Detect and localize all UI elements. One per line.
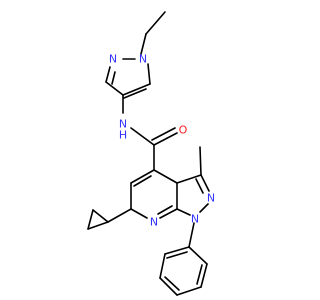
bond-n1-c7a bbox=[176, 208, 191, 216]
bond-n7-c7a bbox=[159, 208, 178, 219]
bond-c4-c5 bbox=[130, 169, 155, 184]
bond-c3a-c3 bbox=[176, 174, 202, 184]
bond-phenyl-6 bbox=[188, 246, 208, 265]
bond-phenyl-2 bbox=[159, 253, 166, 279]
bond-c4-c5-b bbox=[133, 175, 152, 187]
bond-top-pyrazole-2 bbox=[122, 83, 151, 96]
bond-nh-to-carbonyl bbox=[130, 127, 155, 146]
bond-phenyl-3 bbox=[159, 277, 178, 296]
bond-cyclopropyl-3 bbox=[87, 221, 109, 230]
bond-cyclopropyl-2 bbox=[87, 209, 94, 230]
bond-phenyl-1 bbox=[164, 246, 190, 255]
bond-top-pyrazole-4b bbox=[111, 71, 116, 85]
atom-carbonyl-o: O bbox=[179, 124, 188, 137]
molecule-structure: N N N H O N N N bbox=[87, 11, 215, 296]
bond-cyclopropyl-1 bbox=[92, 209, 109, 223]
bond-phenyl-5b bbox=[196, 264, 203, 285]
bond-c6-n7 bbox=[130, 208, 148, 219]
bond-c3-n2 bbox=[200, 174, 210, 192]
bond-top-pyrazole-3 bbox=[105, 81, 124, 96]
bond-carbonyl-o-2 bbox=[151, 127, 176, 141]
bond-n1-phenyl bbox=[188, 222, 195, 248]
atom-pyridine-n: N bbox=[150, 216, 158, 229]
bond-c3-methyl bbox=[199, 146, 202, 176]
bond-c6-cyclopropyl bbox=[107, 208, 132, 223]
atom-amide-n: N bbox=[119, 118, 127, 131]
bond-phenyl-3b bbox=[164, 276, 180, 291]
atom-amide-h: H bbox=[119, 129, 127, 142]
bond-n7-c7a-b bbox=[157, 205, 173, 215]
bond-phenyl-5 bbox=[200, 263, 208, 288]
bond-top-pyrazole-4 bbox=[105, 66, 111, 83]
bond-top-pyrazole-2b bbox=[123, 88, 147, 99]
bond-carbonyl-o-1 bbox=[153, 132, 178, 146]
atom-label-layer: N N N H O N N N bbox=[109, 53, 215, 229]
atom-n-ethyl-pyrazole: N bbox=[139, 53, 147, 66]
atom-pyrazole-n1: N bbox=[191, 213, 199, 226]
bond-phenyl-1b bbox=[166, 251, 188, 259]
bond-n2-n1 bbox=[199, 203, 209, 213]
bond-ethyl-ch3 bbox=[145, 11, 166, 35]
bond-c3-n2-b bbox=[195, 178, 204, 194]
atom-pyrazole-n2: N bbox=[207, 192, 215, 205]
bond-c3a-c4 bbox=[153, 169, 178, 184]
bond-top-pyrazole-1 bbox=[147, 63, 151, 85]
bond-layer bbox=[87, 11, 210, 296]
bond-ethyl-ch2 bbox=[140, 33, 147, 55]
bond-phenyl-4 bbox=[176, 286, 202, 296]
atom-n-top-pyrazole: N bbox=[109, 53, 117, 66]
